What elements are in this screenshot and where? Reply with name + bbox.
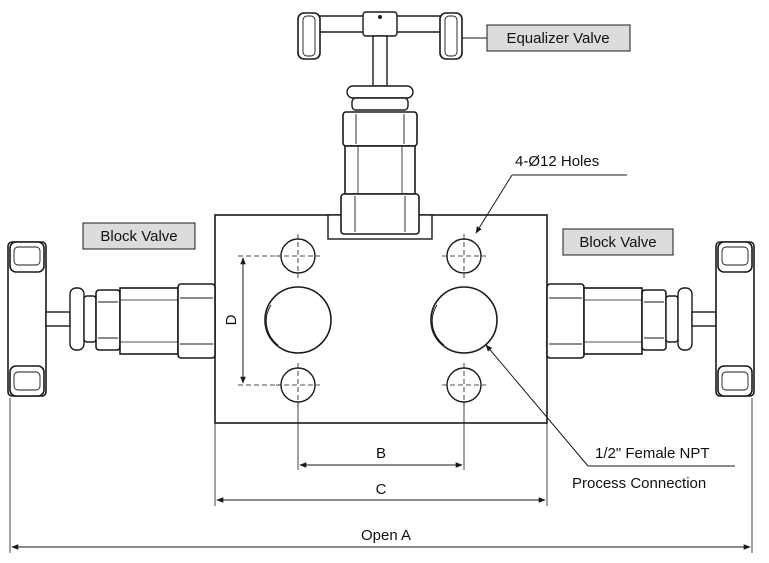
block-valve-right — [546, 241, 755, 397]
block-valve-right-label: Block Valve — [579, 234, 656, 251]
block-valve-left-callout: Block Valve — [82, 222, 196, 250]
dimension-c: C — [214, 423, 548, 506]
connection-label-line1: 1/2" Female NPT — [595, 445, 710, 462]
dimension-open-a: Open A — [9, 398, 753, 553]
dimension-b: B — [297, 402, 465, 470]
dimension-c-label: C — [376, 481, 387, 498]
process-port-left — [264, 286, 332, 354]
dimension-d-label: D — [223, 314, 240, 325]
holes-label: 4-Ø12 Holes — [515, 153, 599, 170]
dimension-open-a-label: Open A — [361, 527, 411, 544]
block-valve-left — [7, 241, 216, 397]
equalizer-valve-callout: Equalizer Valve — [462, 24, 631, 52]
equalizer-valve — [297, 11, 463, 235]
dimension-b-label: B — [376, 445, 386, 462]
block-valve-right-callout: Block Valve — [562, 228, 674, 256]
mounting-hole-top-left — [276, 234, 320, 278]
mounting-hole-top-right — [442, 234, 486, 278]
connection-label-line2: Process Connection — [572, 475, 706, 492]
manifold-body — [214, 214, 548, 424]
dimension-d: D — [223, 255, 280, 386]
equalizer-valve-label: Equalizer Valve — [506, 30, 609, 47]
process-port-right — [430, 286, 498, 354]
block-valve-left-label: Block Valve — [100, 228, 177, 245]
holes-callout: 4-Ø12 Holes — [475, 153, 627, 234]
process-connection-callout: 1/2" Female NPT Process Connection — [485, 344, 735, 492]
